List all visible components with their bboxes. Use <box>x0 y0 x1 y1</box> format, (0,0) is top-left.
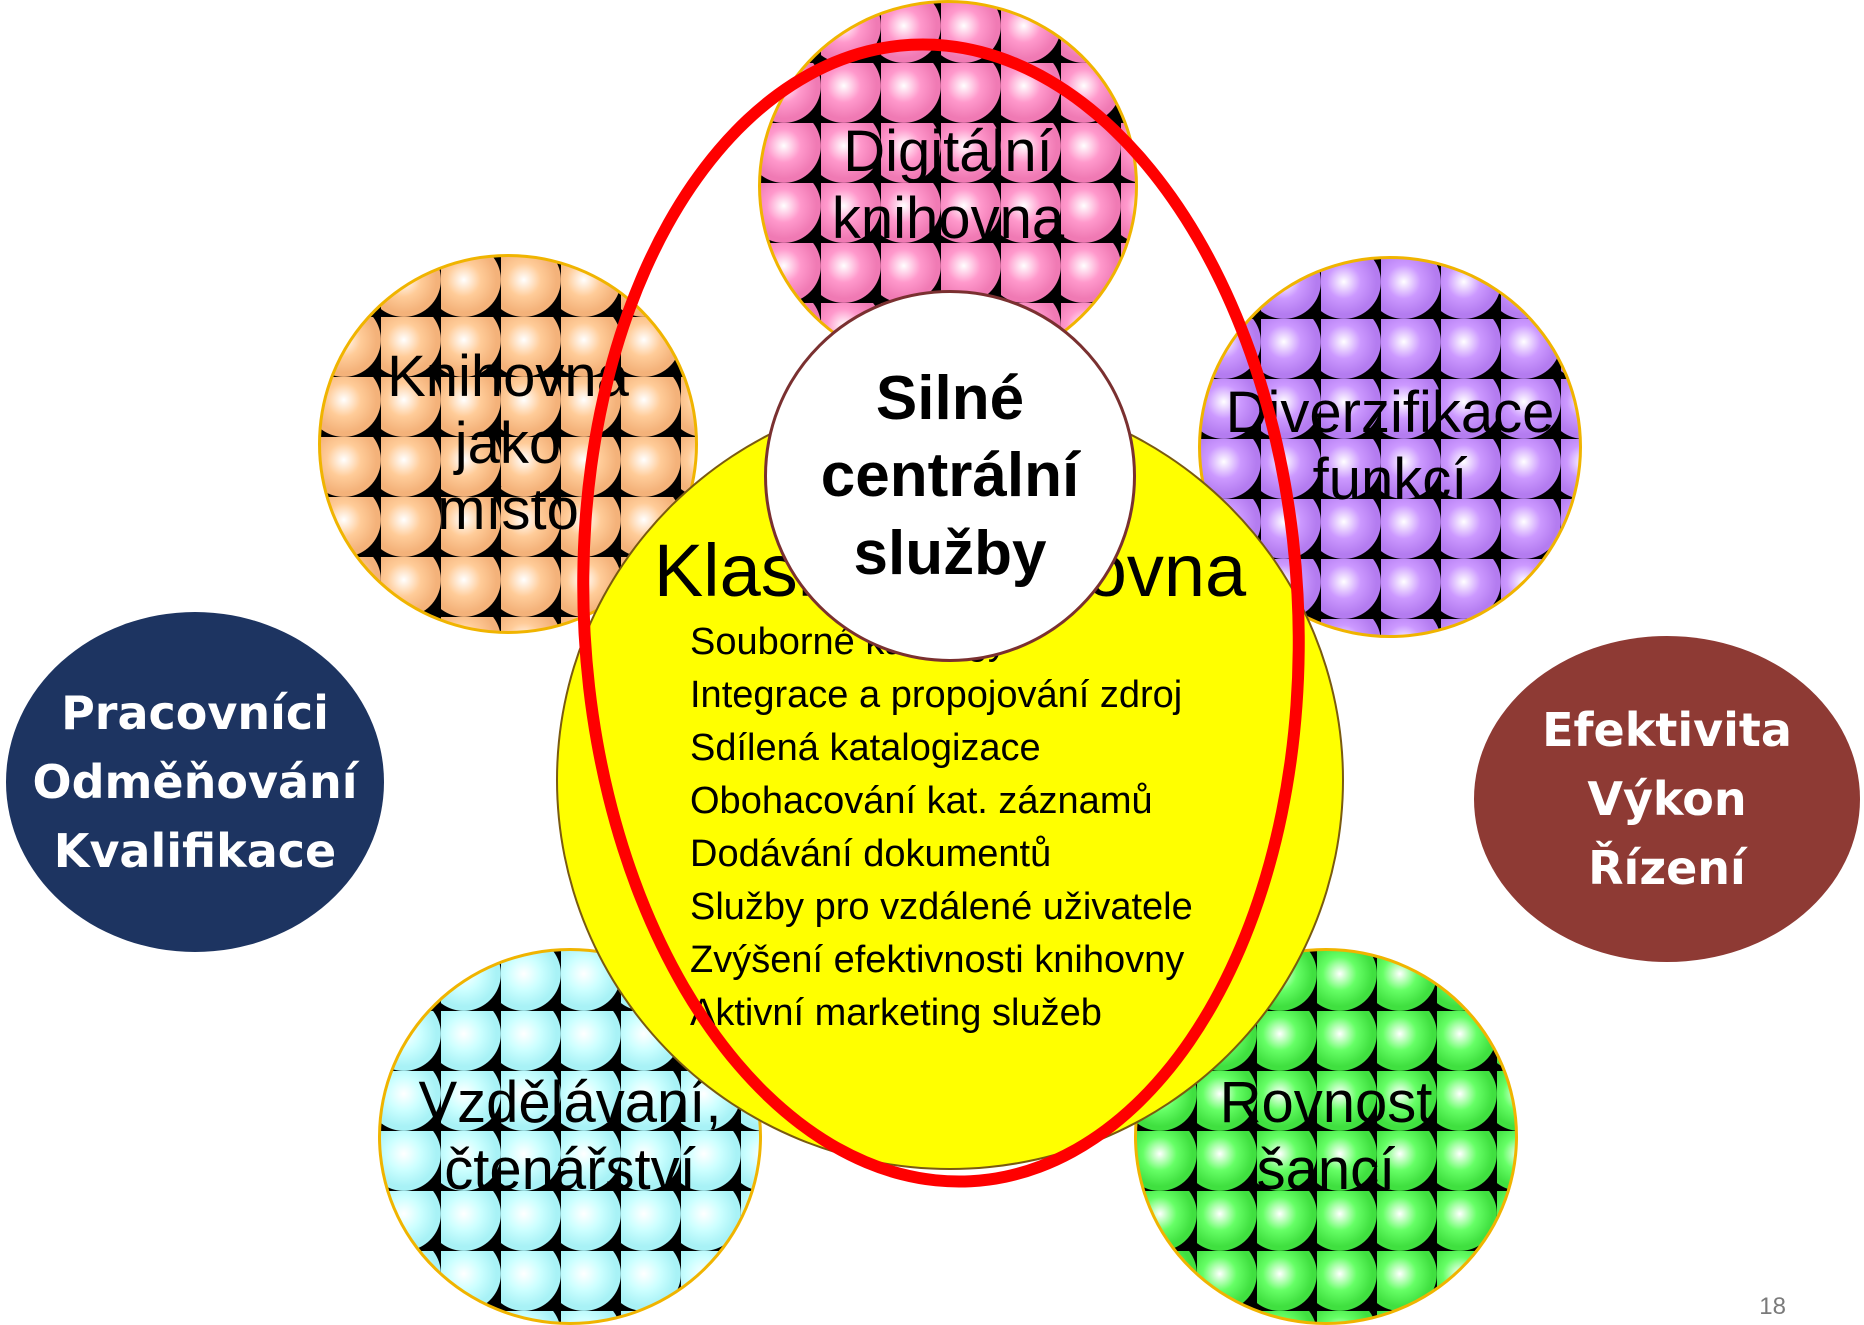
core-list-item: Sdílená katalogizace <box>690 727 1041 769</box>
petal-diversification-label: Diverzifikace funkcí <box>1225 380 1555 512</box>
core-list-item: Dodávání dokumentů <box>690 833 1052 875</box>
petal-digital-library-label: Digitální knihovna <box>831 119 1065 251</box>
petal-equality-label: Rovnost šancí <box>1219 1069 1433 1202</box>
core-list: Souborné katalogy Integrace a propojován… <box>690 616 1193 1040</box>
staff-node: Pracovníci Odměňování Kvalifikace <box>6 612 384 952</box>
hub-central-services: Silné centrální služby <box>764 290 1136 662</box>
core-list-item: Obohacování kat. záznamů <box>690 780 1153 822</box>
core-list-item: Integrace a propojování zdroj <box>690 674 1183 716</box>
petal-education-label: Vzdělávaní, čtenářství <box>418 1069 722 1202</box>
petal-library-as-place-label: Knihovna jako místo <box>387 343 629 543</box>
efficiency-node: Efektivita Výkon Řízení <box>1474 636 1860 962</box>
core-list-item: Zvýšení efektivnosti knihovny <box>690 939 1185 981</box>
page-number: 18 <box>1759 1293 1786 1320</box>
petal-digital-library: Digitální knihovna <box>758 0 1138 372</box>
core-list-item: Aktivní marketing služeb <box>690 992 1102 1034</box>
core-list-item: Služby pro vzdálené uživatele <box>690 886 1193 928</box>
